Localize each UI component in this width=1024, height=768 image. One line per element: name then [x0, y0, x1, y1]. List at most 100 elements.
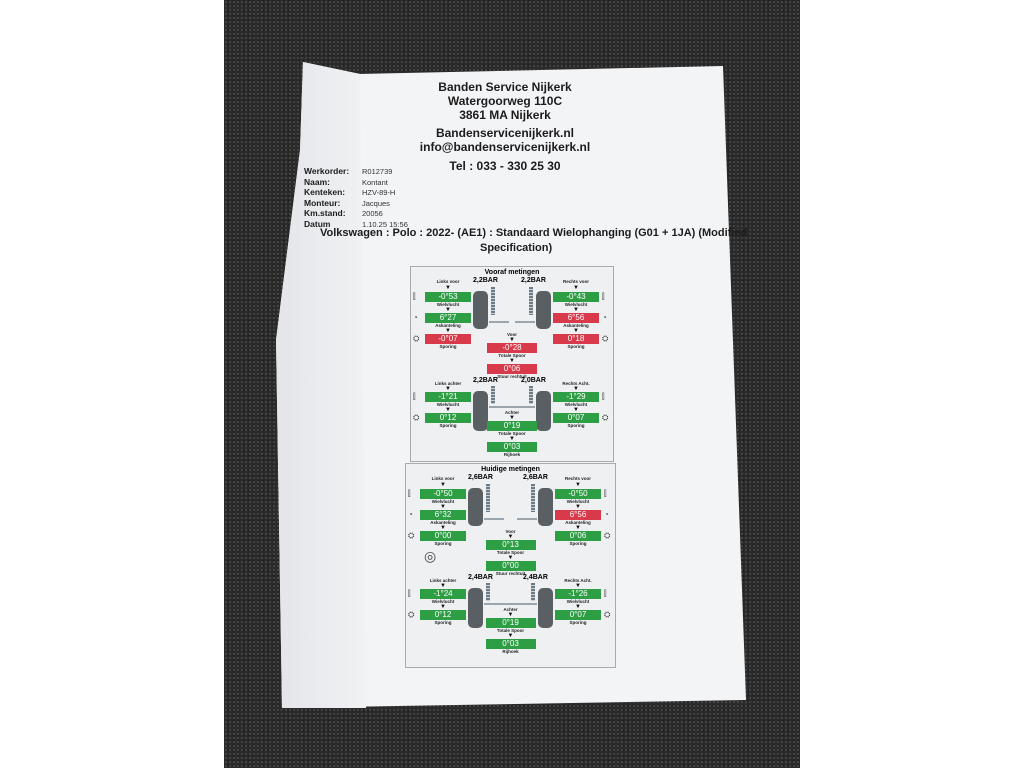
caption-rechts_achter: Rechts Acht. — [562, 381, 590, 386]
arrow-down-icon: ▼ — [445, 307, 451, 313]
caption-askanteling: Askanteling — [565, 520, 591, 525]
camber-icon: ⫿ — [604, 489, 607, 498]
arrow-down-icon: ▼ — [440, 504, 446, 510]
pressure-rv: 2,6BAR — [523, 474, 548, 481]
bar-lv-sporing: -0°07 — [425, 334, 471, 344]
toe-icon: ⛭ — [408, 610, 415, 619]
bar-front-totale-spoor: 0°13 — [485, 540, 536, 550]
arrow-down-icon: ▼ — [509, 358, 515, 364]
caption-totale_spoor: Totale Spoor — [496, 628, 525, 633]
pressure-rv: 2,2BAR — [521, 277, 546, 284]
company-street: Watergoorweg 110C — [447, 94, 563, 108]
info-value: HZV-89-H — [362, 188, 396, 197]
caption-links_voor: Links voor — [436, 279, 460, 284]
caption-askanteling: Askanteling — [435, 323, 461, 328]
arrow-down-icon: ▼ — [507, 633, 514, 639]
bar-lv-askanteling: 6°27 — [425, 313, 471, 323]
bar-ra-sporing: 0°07 — [553, 413, 599, 423]
arrow-down-icon: ▼ — [573, 407, 579, 413]
info-label: Kenteken: — [304, 187, 346, 197]
bar-rv-askanteling: 6°56 — [555, 510, 601, 520]
pressure-la: 2,2BAR — [473, 377, 498, 384]
info-value: Jacques — [362, 198, 390, 208]
caster-icon: ◔ — [408, 510, 413, 519]
arrow-down-icon: ▼ — [575, 482, 581, 488]
arrow-down-icon: ▼ — [440, 604, 446, 610]
caption-links_achter: Links achter — [429, 578, 457, 583]
rear-axle-icon — [489, 406, 535, 408]
arrow-down-icon: ▼ — [445, 285, 451, 291]
toe-icon: ⛭ — [604, 610, 611, 619]
arrow-down-icon: ▼ — [575, 504, 581, 510]
company-name: Banden Service Nijkerk — [438, 80, 572, 94]
caption-sporing: Sporing — [434, 541, 452, 546]
bar-lv-wielvlucht: -0°50 — [420, 489, 466, 499]
caption-wielvlucht: Wielvlucht — [431, 499, 455, 504]
bar-lv-askanteling: 6°32 — [420, 510, 466, 520]
strut-front-left-icon — [486, 484, 490, 512]
info-label: Werkorder: — [304, 166, 350, 176]
arrow-down-icon: ▼ — [573, 328, 579, 334]
pressure-ra: 2,4BAR — [523, 574, 548, 581]
arm-icon — [484, 518, 504, 520]
bar-rv-askanteling: 6°56 — [553, 313, 599, 323]
caption-achter: Achter — [504, 410, 520, 415]
caster-icon: ◔ — [602, 313, 607, 322]
arrow-down-icon: ▼ — [440, 583, 446, 589]
toe-icon: ⛭ — [413, 334, 420, 343]
company-website: Bandenservicenijkerk.nl — [435, 126, 575, 140]
company-city: 3861 MA Nijkerk — [459, 108, 551, 122]
arrow-down-icon: ▼ — [573, 386, 579, 392]
strut-rear-left-icon — [486, 583, 490, 601]
strut-rear-right-icon — [531, 583, 535, 601]
caption-sporing: Sporing — [569, 620, 587, 625]
wheel-front-right-icon — [536, 291, 551, 329]
arm-icon — [489, 321, 509, 323]
pressure-lv: 2,2BAR — [473, 277, 498, 284]
bar-rv-sporing: 0°06 — [555, 531, 601, 541]
caption-wielvlucht: Wielvlucht — [436, 402, 460, 407]
camber-icon: ⫿ — [413, 292, 416, 301]
arrow-down-icon: ▼ — [507, 612, 514, 618]
bar-la-sporing: 0°12 — [425, 413, 471, 423]
camber-icon: ⫿ — [408, 489, 411, 498]
caption-wielvlucht: Wielvlucht — [436, 302, 460, 307]
toe-icon: ⛭ — [408, 531, 415, 540]
bar-front-totale-spoor: -0°28 — [487, 343, 537, 353]
arm-icon — [517, 518, 537, 520]
caption-rijhoek: Rijhoek — [502, 649, 519, 654]
bar-rijhoek: 0°03 — [485, 639, 536, 649]
pressure-lv: 2,6BAR — [468, 474, 493, 481]
caster-icon: ◔ — [604, 510, 609, 519]
caption-sporing: Sporing — [439, 423, 457, 428]
pressure-ra: 2,0BAR — [521, 377, 546, 384]
strut-front-left-icon — [491, 287, 495, 315]
caption-rijhoek: Rijhoek — [503, 452, 521, 457]
wheel-rear-right-icon — [538, 588, 553, 628]
camber-icon: ⫿ — [413, 392, 416, 401]
company-email: info@bandenservicenijkerk.nl — [419, 140, 591, 154]
info-label: Km.stand: — [304, 208, 346, 218]
bar-rear-totale-spoor: 0°19 — [487, 421, 537, 431]
caption-voor: Voor — [505, 529, 516, 534]
camber-icon: ⫿ — [604, 589, 607, 598]
camber-icon: ⫿ — [408, 589, 411, 598]
bar-ra-wielvlucht: -1°26 — [555, 589, 601, 599]
caption-wielvlucht: Wielvlucht — [564, 302, 588, 307]
toe-icon: ⛭ — [602, 334, 609, 343]
caption-totale_spoor: Totale Spoor — [498, 431, 526, 436]
arrow-down-icon: ▼ — [509, 415, 515, 421]
caption-askanteling: Askanteling — [563, 323, 589, 328]
camber-icon: ⫿ — [602, 392, 605, 401]
caption-wielvlucht: Wielvlucht — [564, 402, 588, 407]
strut-rear-right-icon — [529, 386, 533, 404]
arrow-down-icon: ▼ — [575, 604, 581, 610]
vehicle-spec-line1: Volkswagen : Polo : 2022- (AE1) : Standa… — [320, 227, 748, 239]
arrow-down-icon: ▼ — [575, 525, 581, 531]
wheel-rear-right-icon — [536, 391, 551, 431]
panel-title: Huidige metingen — [481, 466, 540, 473]
caption-rechts_voor: Rechts voor — [562, 279, 589, 284]
caption-voor: Voor — [507, 332, 517, 337]
